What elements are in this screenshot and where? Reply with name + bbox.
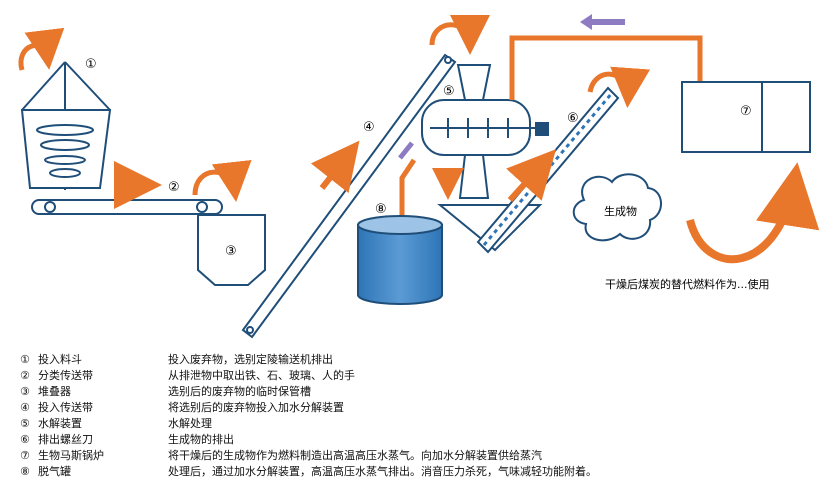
sorting-conveyor [31, 199, 223, 215]
legend: ① 投入料斗 投入废弃物，选别定陵输送机排出 ② 分类传送带 从排泄物中取出铁、… [0, 352, 821, 481]
legend-description: 选别后的废弃物的临时保管槽 [168, 385, 311, 398]
legend-name: 投入料斗 [38, 353, 82, 366]
legend-description: 水解处理 [168, 417, 212, 430]
feed-conveyor [241, 53, 457, 339]
legend-row: ⑤ 水解装置 水解处理 [0, 416, 821, 431]
legend-number: ④ [20, 401, 30, 414]
legend-number: ③ [20, 385, 30, 398]
marker-3: ③ [225, 244, 237, 259]
legend-name: 排出螺丝刀 [38, 433, 93, 446]
legend-row: ② 分类传送带 从排泄物中取出铁、石、玻璃、人的手 [0, 368, 821, 383]
legend-description: 将干燥后的生成物作为燃料制造出高温高压水蒸气。向加水分解装置供给蒸汽 [168, 449, 542, 462]
steam-pipe [399, 35, 703, 222]
diagram-caption: 干燥后煤炭的替代燃料作为...使用 [605, 277, 770, 291]
marker-2: ② [168, 180, 180, 195]
discharge-flow-arrow [506, 149, 557, 203]
degassing-tank [357, 215, 443, 305]
legend-row: ⑥ 排出螺丝刀 生成物的排出 [0, 432, 821, 447]
legend-row: ④ 投入传送带 将选别后的废弃物投入加水分解装置 [0, 400, 821, 415]
legend-name: 投入传送带 [38, 401, 93, 414]
marker-5: ⑤ [443, 84, 455, 99]
hopper [20, 61, 112, 190]
legend-description: 从排泄物中取出铁、石、玻璃、人的手 [168, 369, 355, 382]
legend-number: ⑧ [20, 465, 30, 478]
legend-number: ② [20, 369, 30, 382]
legend-number: ① [20, 353, 30, 366]
marker-7: ⑦ [740, 104, 752, 119]
discharge-rotation-arrow [587, 66, 651, 108]
return-arrow-head [580, 14, 592, 30]
legend-description: 处理后，通过加水分解装置，高温高压水蒸气排出。消音压力杀死，气味减轻功能附着。 [168, 465, 597, 478]
legend-name: 堆叠器 [38, 385, 71, 398]
legend-description: 生成物的排出 [168, 433, 234, 446]
stacker [197, 214, 266, 286]
cloud-label: 生成物 [604, 204, 637, 218]
legend-number: ⑤ [20, 417, 30, 430]
biomass-boiler [681, 81, 811, 153]
legend-row: ① 投入料斗 投入废弃物，选别定陵输送机排出 [0, 352, 821, 367]
legend-name: 水解装置 [38, 417, 82, 430]
marker-4: ④ [363, 120, 375, 135]
legend-number: ⑥ [20, 433, 30, 446]
feed-rotation-arrow [429, 14, 490, 55]
legend-row: ⑧ 脱气罐 处理后，通过加水分解装置，高温高压水蒸气排出。消音压力杀死，气味减轻… [0, 464, 821, 479]
legend-description: 投入废弃物，选别定陵输送机排出 [168, 353, 333, 366]
legend-row: ⑦ 生物马斯锅炉 将干燥后的生成物作为燃料制造出高温高压水蒸气。向加水分解装置供… [0, 448, 821, 463]
product-cloud [572, 173, 662, 242]
hopper-rotation-arrow [18, 27, 65, 71]
marker-8: ⑧ [375, 202, 387, 217]
legend-number: ⑦ [20, 449, 30, 462]
steam-in-arrow [398, 141, 414, 160]
conveyor-rotation-arrow [192, 159, 252, 202]
legend-name: 分类传送带 [38, 369, 93, 382]
fuel-return-arrow [686, 162, 820, 264]
legend-name: 生物马斯锅炉 [38, 449, 104, 462]
legend-row: ③ 堆叠器 选别后的废弃物的临时保管槽 [0, 384, 821, 399]
legend-description: 将选别后的废弃物投入加水分解装置 [168, 401, 344, 414]
legend-name: 脱气罐 [38, 465, 71, 478]
feed-flow-arrow [310, 140, 360, 194]
marker-1: ① [85, 57, 97, 72]
marker-6: ⑥ [567, 111, 579, 126]
